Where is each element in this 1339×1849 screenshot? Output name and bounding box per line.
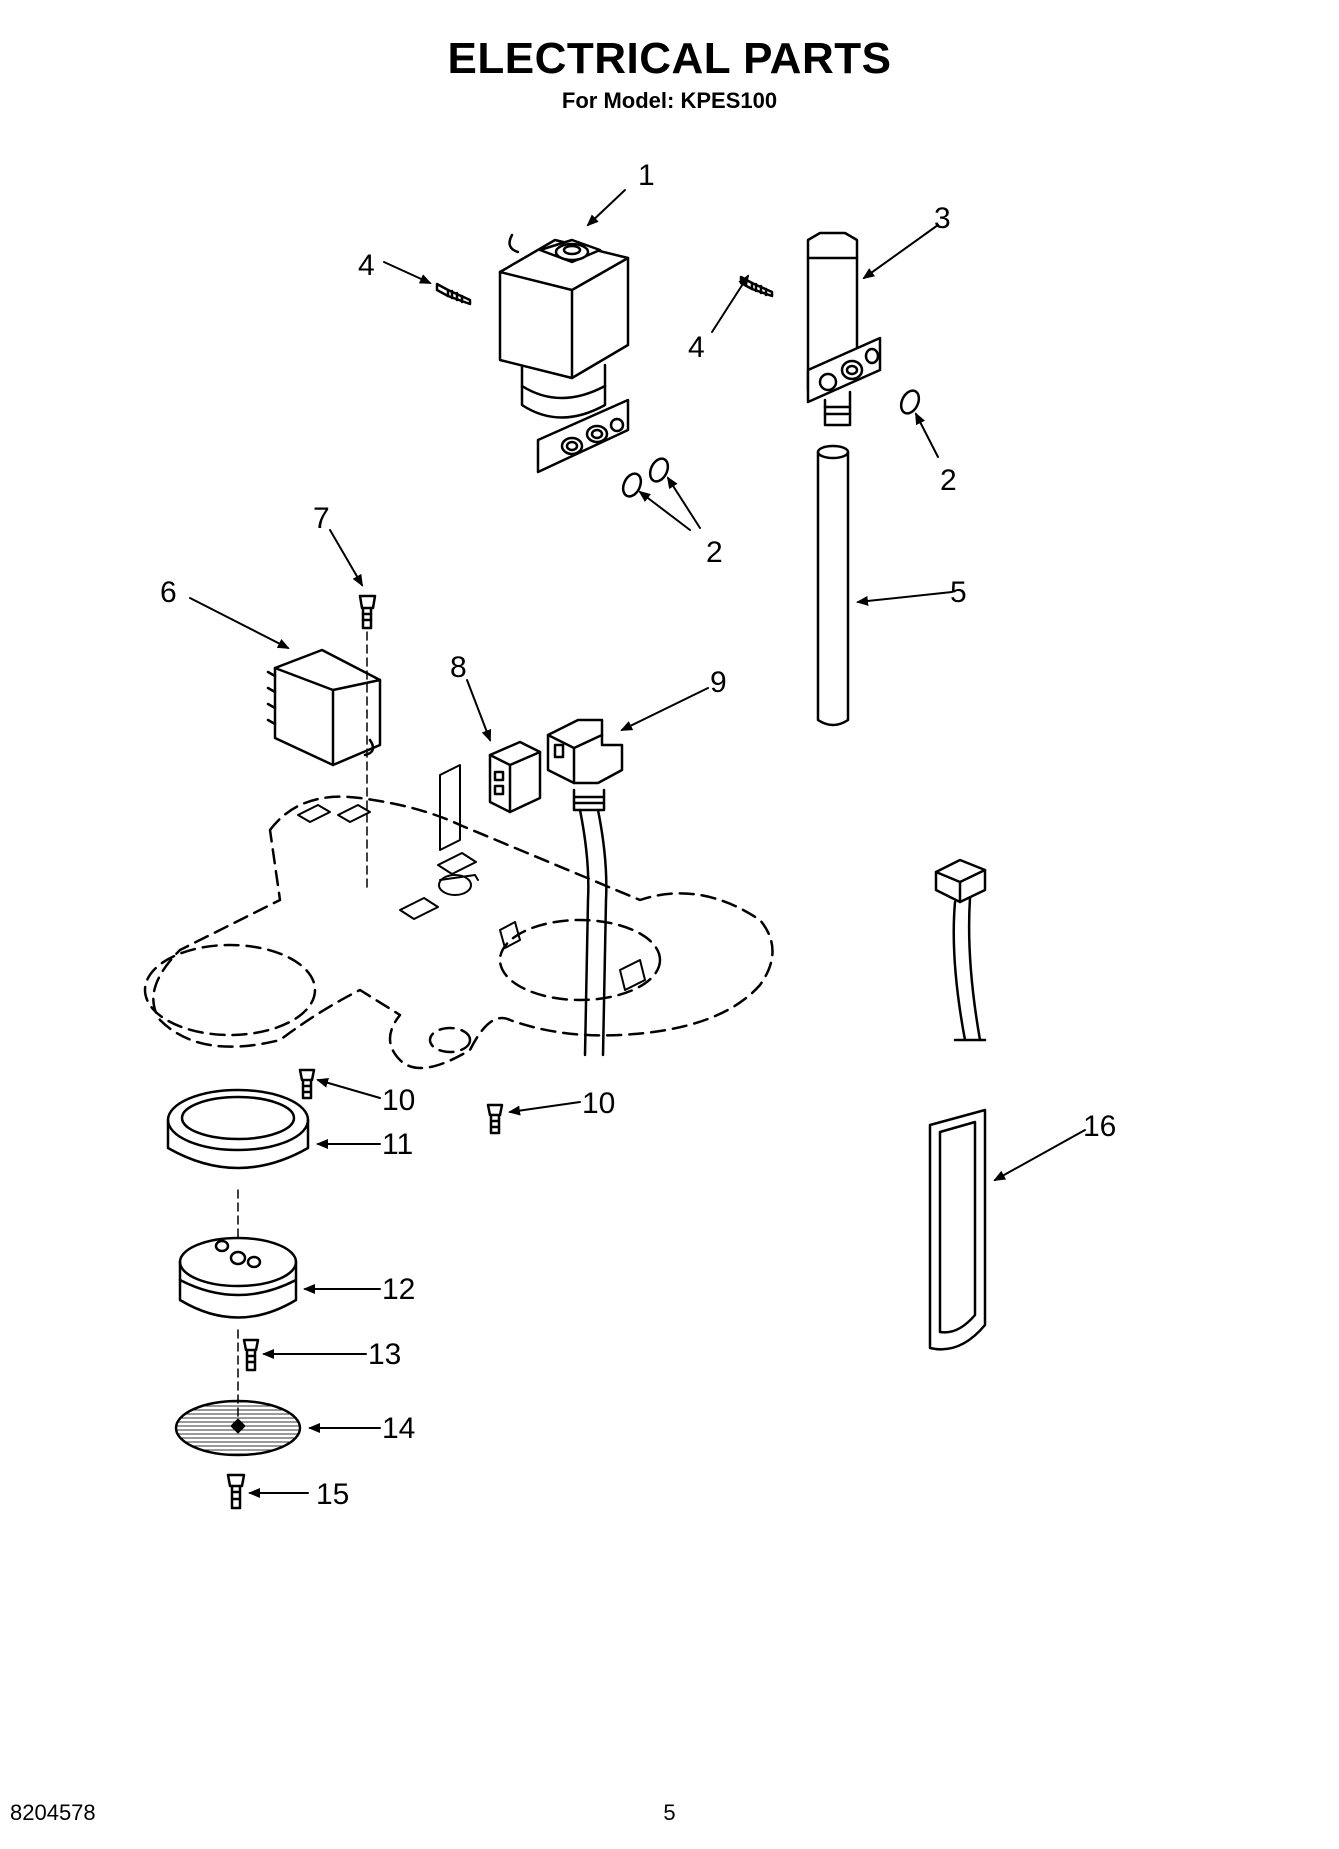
callout-5: 5	[950, 576, 967, 609]
callout-1: 1	[638, 159, 655, 192]
o-ring-part-2a	[621, 472, 643, 498]
callout-14: 14	[382, 1412, 415, 1445]
callout-7: 7	[313, 502, 330, 535]
callout-10-left: 10	[382, 1084, 415, 1117]
ring-part-11	[166, 1088, 310, 1170]
screw-part-10-left	[298, 1068, 316, 1100]
connector-part-8	[488, 740, 542, 814]
solenoid-valve-part	[498, 233, 630, 474]
screw-part-4-left	[435, 282, 472, 306]
probe-sensor-part	[806, 231, 882, 427]
screw-part-13	[242, 1338, 260, 1372]
page-title: ELECTRICAL PARTS	[447, 34, 892, 83]
disc-part-14	[174, 1399, 302, 1457]
screw-part-10-right	[486, 1103, 504, 1135]
callout-labels: 1 2 2 3 4 4 5 6 7 8 9 10 10 11 12 13 14 …	[160, 159, 1116, 1511]
document-number: 8204578	[10, 1800, 96, 1825]
rod-part	[816, 444, 850, 727]
screw-part-7	[358, 594, 377, 630]
connector-cable-part-9	[546, 718, 624, 1057]
callout-2-right: 2	[940, 464, 957, 497]
o-ring-part-2c	[899, 389, 921, 415]
page-number: 5	[663, 1800, 676, 1825]
callout-13: 13	[368, 1338, 401, 1371]
transformer-part	[266, 648, 382, 767]
leader-arrows	[189, 189, 1086, 1498]
callout-10-right: 10	[582, 1087, 615, 1120]
screw-part-15	[226, 1473, 246, 1510]
callout-16: 16	[1083, 1110, 1116, 1143]
base-plate	[143, 795, 774, 1070]
heater-pad-part-16	[928, 858, 987, 1351]
o-ring-part-2b	[648, 457, 670, 483]
callout-11: 11	[382, 1128, 413, 1161]
callout-3: 3	[934, 202, 951, 235]
callout-9: 9	[710, 666, 727, 699]
base-plate-components	[297, 764, 646, 991]
model-subtitle: For Model: KPES100	[561, 88, 778, 113]
callout-8: 8	[450, 651, 467, 684]
knob-part-12	[178, 1236, 298, 1319]
callout-6: 6	[160, 576, 177, 609]
callout-4-left: 4	[358, 249, 375, 282]
callout-4-right: 4	[688, 331, 705, 364]
callout-2-left: 2	[706, 536, 723, 569]
callout-15: 15	[316, 1478, 349, 1511]
callout-12: 12	[382, 1273, 415, 1306]
